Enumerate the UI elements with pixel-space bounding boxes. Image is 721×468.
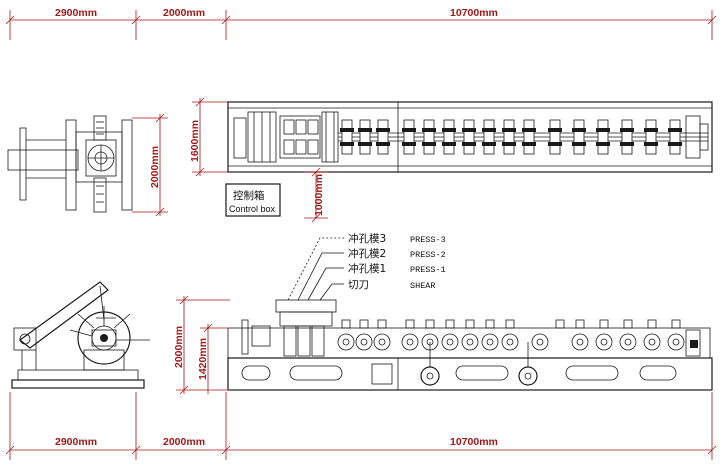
machine-side-view — [227, 299, 713, 391]
top-dim-decoiler: 2900mm — [55, 7, 97, 19]
plan-width-label: 1600mm — [189, 120, 201, 162]
control-box-label-cn: 控制箱 — [233, 189, 265, 202]
top-dim-gap: 2000mm — [163, 7, 205, 19]
side-height-dimensions: 2000mm 1420mm — [173, 295, 230, 395]
side-total-height-label: 2000mm — [173, 326, 185, 368]
control-box-label-en: Control box — [229, 204, 276, 214]
plan-width-dimension: 1600mm — [189, 97, 228, 177]
bottom-dimension-line: 2900mm 2000mm 10700mm — [5, 392, 717, 460]
control-box-dimension: 1000mm — [304, 167, 328, 223]
callout-group: 冲孔模3 PRESS-3 冲孔模2 PRESS-2 冲孔模1 PRESS-1 切… — [287, 232, 446, 301]
decoiler-side-view — [11, 281, 150, 389]
bottom-dim-machine: 10700mm — [450, 436, 498, 448]
decoiler-width-label: 2000mm — [149, 146, 161, 188]
top-dimension-line: 2900mm 2000mm 10700mm — [5, 7, 717, 40]
callout-press2-cn: 冲孔模2 — [348, 247, 386, 260]
bottom-dim-decoiler: 2900mm — [55, 436, 97, 448]
bottom-dim-gap: 2000mm — [163, 436, 205, 448]
machine-plan-view — [227, 101, 713, 173]
callout-press3-cn: 冲孔模3 — [348, 232, 386, 245]
side-table-height-label: 1420mm — [197, 338, 209, 380]
control-box-offset-label: 1000mm — [313, 174, 325, 216]
callout-press1-en: PRESS-1 — [410, 265, 446, 275]
callout-press2-en: PRESS-2 — [410, 250, 446, 260]
decoiler-plan-view — [7, 115, 133, 213]
callout-press3-en: PRESS-3 — [410, 235, 446, 245]
callout-shear-en: SHEAR — [410, 281, 436, 291]
control-box: 控制箱 Control box — [225, 183, 281, 217]
callout-press1-cn: 冲孔模1 — [348, 262, 386, 275]
callout-shear-cn: 切刀 — [348, 279, 369, 291]
decoiler-width-dimension: 2000mm — [132, 113, 168, 217]
top-dim-machine: 10700mm — [450, 7, 498, 19]
